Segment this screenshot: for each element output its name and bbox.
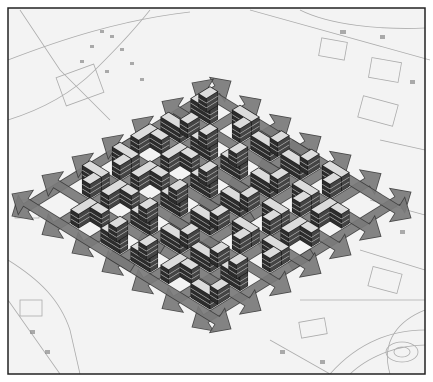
diagram-frame — [0, 0, 433, 382]
urban-block-diagram — [0, 0, 433, 382]
